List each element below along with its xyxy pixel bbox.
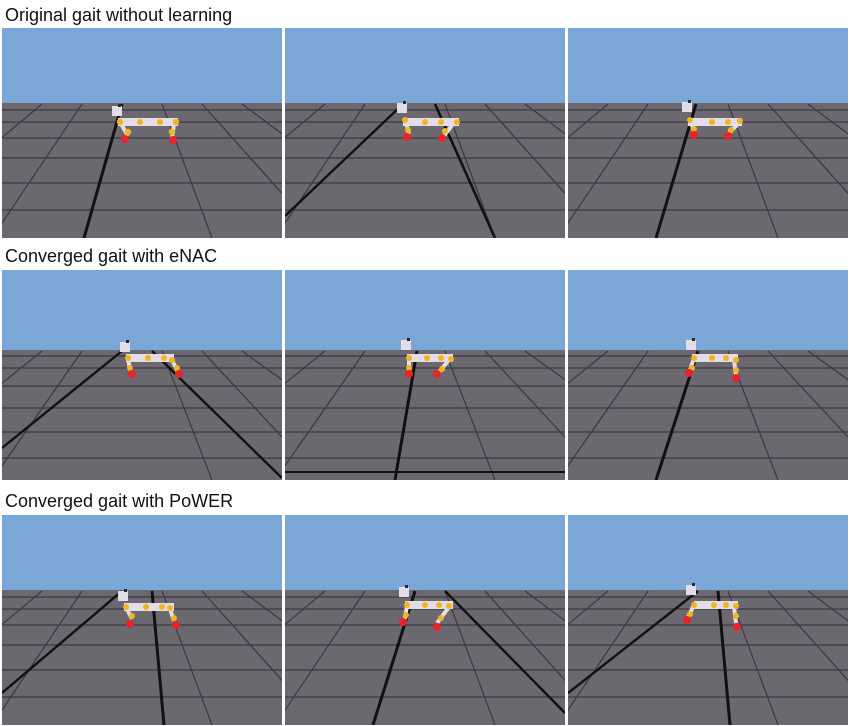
quadruped-robot-icon — [112, 104, 180, 144]
frame-original-3 — [568, 28, 848, 238]
row-title-enac: Converged gait with eNAC — [5, 246, 218, 266]
frame-original-2 — [285, 28, 565, 238]
quadruped-robot-icon — [682, 100, 743, 140]
frame-enac-1 — [2, 270, 282, 480]
frame-enac-3 — [568, 270, 848, 480]
frame-original-1 — [2, 28, 282, 238]
quadruped-robot-icon — [397, 101, 460, 142]
row-title-original: Original gait without learning — [5, 5, 233, 25]
row-title-power: Converged gait with PoWER — [5, 491, 234, 511]
quadruped-robot-icon — [118, 589, 180, 629]
frame-power-1 — [2, 515, 282, 725]
quadruped-robot-icon — [683, 583, 741, 631]
quadruped-robot-icon — [399, 585, 453, 631]
frame-power-2 — [285, 515, 565, 725]
frame-power-3 — [568, 515, 848, 725]
quadruped-robot-icon — [685, 338, 740, 382]
quadruped-robot-icon — [120, 340, 183, 378]
simulation-frame — [2, 28, 282, 238]
frame-enac-2 — [285, 270, 565, 480]
quadruped-robot-icon — [401, 338, 454, 378]
